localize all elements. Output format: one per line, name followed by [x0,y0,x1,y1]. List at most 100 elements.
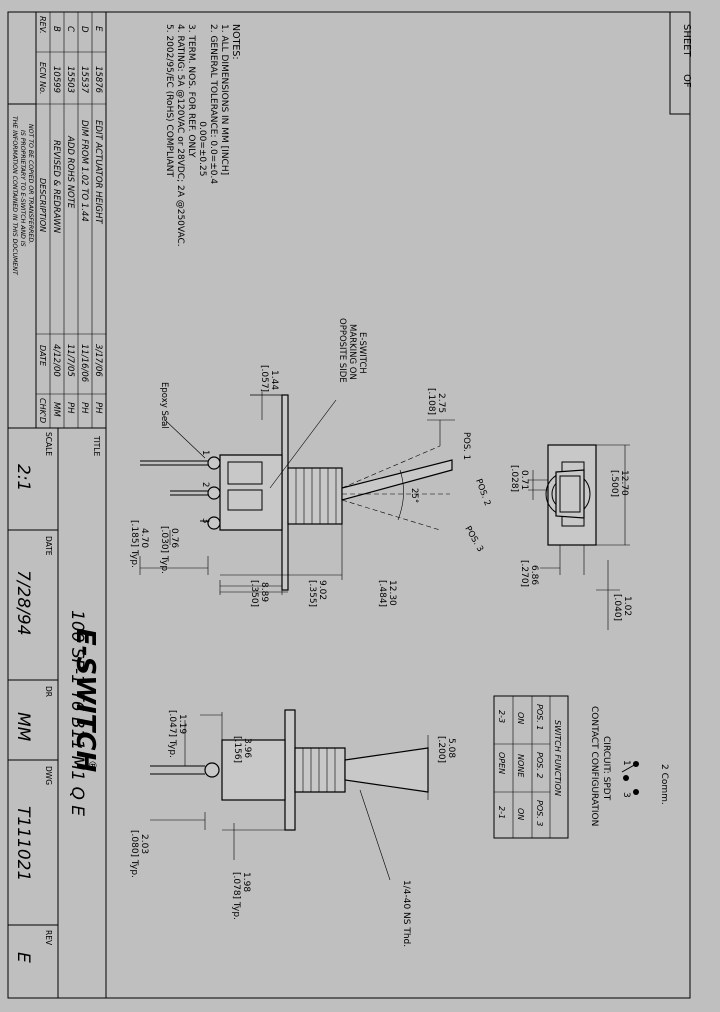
dim-5-08-inch: [.200] [436,736,446,763]
switch-function-table [493,695,569,839]
switch-function-title: SWITCH FUNCTION [553,720,562,796]
pos-3-connection: 2-1 [497,806,506,819]
date-value: 7/28/94 [13,570,33,636]
marking-line-3: OPPOSITE SIDE [337,318,347,383]
circuit-title: CIRCUIT: SPDT [601,736,611,801]
title-label: TITLE [92,435,101,457]
chkd-header: CHK'D [38,398,47,423]
dim-0-76-inch: [.030] Typ. [159,526,169,574]
note-1: 1. ALL DIMENSIONS IN MM [INCH] [219,24,229,175]
dim-4-70-inch: [.185] Typ. [129,520,139,568]
rev-date: 11/16/06 [79,344,89,383]
proprietary-line-2: IS PROPRIETARY TO E-SWITCH AND IS [19,130,26,247]
position-1-label: POS. 1 [461,432,471,460]
rev-value: E [13,952,33,963]
angle-25: 25° [409,488,419,503]
pos-1-state: ON [516,712,525,724]
rev-date: 3/17/06 [93,344,103,377]
dim-1-44: 1.44 [269,370,279,390]
logo-text: E-SWITCH [70,628,100,772]
ecn-number: 15537 [79,66,89,94]
revision-row-b: B 10599 REVISED & REDRAWN 4/12/00 MM [51,26,61,417]
revision-row-c: C 15503 ADD ROHS NOTE 11/7/05 PH [65,26,75,414]
contact-configuration-title: CONTACT CONFIGURATION [589,706,599,826]
marking-line-1: E-SWITCH [357,332,367,374]
proprietary-line-3: NOT TO BE COPIED OR TRANSFERRED. [27,124,34,244]
rev-letter: E [93,26,103,32]
dim-5-08: 5.08 [446,738,456,758]
drawn-by-label: DR [44,686,53,697]
dim-1-44-inch: [.057] [259,365,269,392]
terminal-3-label: 3 [200,518,210,523]
sheet-number-box: SHEET OF [669,11,692,115]
notes-title: NOTES: [230,24,241,60]
rev-date: 11/7/05 [65,344,75,377]
common-terminal-label: 2 Comm. [659,764,669,805]
end-view [545,444,597,546]
rev-description: DIM FROM 1.02 TO 1.44 [79,120,89,222]
rev-checked: PH [65,402,75,414]
pos-3-header: POS. 3 [535,800,544,826]
note-2: 2. GENERAL TOLERANCE: 0.0=±0.4 [208,24,218,184]
dim-9-02: 9.02 [317,580,327,600]
dim-8-89: 8.89 [259,582,269,602]
position-2-label: POS. 2 [473,478,492,508]
dim-12-70: 12.70 [619,470,629,496]
dim-12-30-inch: [.484] [377,580,387,607]
date-label: DATE [44,536,53,556]
rev-checked: PH [79,402,89,414]
dim-1-02-inch: [.040] [612,594,622,621]
dim-12-30: 12.30 [387,580,397,606]
dim-9-02-inch: [.355] [307,580,317,607]
sheet-of-label: OF [681,74,692,88]
registered-mark: ® [86,760,99,771]
note-2-cont: 0.00=±0.25 [197,24,207,176]
drawn-by-value: MM [13,712,33,742]
pos-2-state: NONE [516,754,525,778]
pos-2-header: POS. 2 [535,752,544,778]
dim-6-86: 6.86 [529,565,539,585]
pos-1-connection: 2-3 [497,710,506,723]
dim-0-71: 0.71 [519,470,529,490]
dim-4-70: 4.70 [139,528,149,548]
rev-letter: C [65,26,75,32]
drawing-number-value: T111021 [13,806,33,881]
rev-date: 4/12/00 [51,344,61,377]
dim-1-19: 1.19 [177,714,187,734]
circuit-terminal-1: 1 [621,760,631,766]
dim-2-03: 2.03 [139,834,149,854]
description-header: DESCRIPTION [38,178,47,232]
circuit-diagram [621,761,639,795]
title-block [7,427,107,999]
dim-2-03-inch: [.080] Typ. [129,830,139,878]
bottom-view [150,709,429,831]
rev-letter: B [51,26,61,32]
rev-header: REV. [38,16,47,34]
pos-2-connection: OPEN [497,752,506,774]
dim-3-96-inch: [.156] [232,736,242,763]
dim-12-70-inch: [.500] [609,470,619,497]
dim-0-76: 0.76 [169,528,179,548]
ecn-number: 15876 [93,66,103,94]
proprietary-notice: THE INFORMATION CONTAINED IN THIS DOCUME… [11,116,34,276]
rev-description: EDIT ACTUATOR HEIGHT [93,120,103,224]
thread-label: 1/4-40 NS Thd. [401,880,411,947]
dim-2-75-inch: [.108] [426,388,436,415]
scale-value: 2:1 [13,464,33,491]
terminal-2-label: 2 [200,482,210,487]
note-5: 5. 2002/95/EC (RoHS) COMPLIANT [164,24,174,178]
rev-checked: PH [93,402,103,414]
dim-1-98-inch: [.078] Typ. [231,872,241,920]
dim-3-96: 3.96 [242,738,252,758]
position-3-label: POS. 3 [462,525,485,554]
dim-1-02: 1.02 [622,596,632,616]
pos-3-state: ON [516,808,525,820]
rev-letter: D [79,26,89,33]
marking-line-2: MARKING ON [347,324,357,380]
proprietary-line-1: THE INFORMATION CONTAINED IN THIS DOCUME… [11,116,18,276]
note-3: 3. TERM. NOS. FOR REF. ONLY [186,24,196,158]
note-4: 4. RATING: 5A @120VAC or 28VDC; 2A @250V… [175,24,185,247]
sheet-label: SHEET [681,24,692,58]
dim-1-98: 1.98 [241,872,251,892]
